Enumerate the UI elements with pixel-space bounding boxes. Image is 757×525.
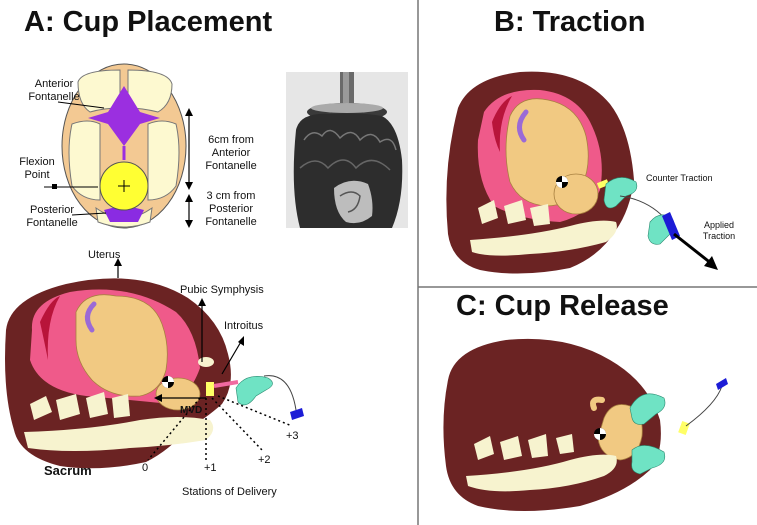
three-cm-line1: 3 cm from xyxy=(206,190,256,202)
anterior-fontanelle-line2: Fontanelle xyxy=(28,91,80,103)
anterior-fontanelle-line1: Anterior xyxy=(34,78,74,90)
flexion-point-line1: Flexion xyxy=(19,156,55,168)
posterior-fontanelle-shape xyxy=(104,205,144,222)
mvd-label: MVD xyxy=(180,405,203,416)
station-plus2-label: +2 xyxy=(258,454,271,466)
panel-a-title: A: Cup Placement xyxy=(24,6,273,38)
introitus-label: Introitus xyxy=(224,320,264,332)
stations-of-delivery-label: Stations of Delivery xyxy=(182,486,277,498)
panel-b-title: B: Traction xyxy=(494,6,646,38)
applied-traction-label: Applied Traction xyxy=(694,220,744,242)
six-cm-label: 6cm from Anterior Fontanelle xyxy=(196,134,266,173)
sacrum-label: Sacrum xyxy=(44,463,92,478)
applied-traction-line1: Applied xyxy=(703,220,735,230)
posterior-fontanelle-label: Posterior Fontanelle xyxy=(22,204,82,230)
station-plus3-label: +3 xyxy=(286,430,299,442)
posterior-fontanelle-line1: Posterior xyxy=(29,204,75,216)
uterus-label: Uterus xyxy=(88,249,121,261)
six-cm-line3: Fontanelle xyxy=(205,160,257,172)
six-cm-line2: Anterior xyxy=(211,147,251,159)
flexion-point-label: Flexion Point xyxy=(14,156,60,182)
three-cm-line3: Fontanelle xyxy=(205,216,257,228)
anterior-fontanelle-label: Anterior Fontanelle xyxy=(24,78,84,104)
posterior-fontanelle-line2: Fontanelle xyxy=(26,217,78,229)
three-cm-label: 3 cm from Posterior Fontanelle xyxy=(196,190,266,229)
applied-traction-line2: Traction xyxy=(702,231,736,241)
six-cm-line1: 6cm from xyxy=(208,134,254,146)
station-plus1-label: +1 xyxy=(204,462,217,474)
pubic-symphysis-label: Pubic Symphysis xyxy=(180,284,264,296)
station-0-label: 0 xyxy=(142,462,149,474)
counter-traction-label: Counter Traction xyxy=(646,173,713,183)
panel-c-title: C: Cup Release xyxy=(456,290,669,322)
flexion-point-line2: Point xyxy=(24,169,50,181)
anterior-fontanelle-shape xyxy=(88,86,160,146)
three-cm-line2: Posterior xyxy=(208,203,254,215)
